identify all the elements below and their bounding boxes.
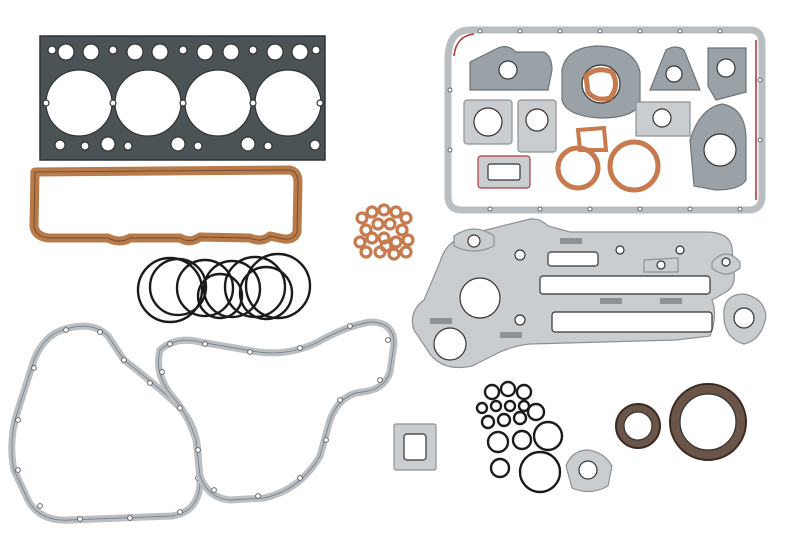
engine-front-plate-gasket	[411, 218, 735, 369]
timing-cover-gasket-right	[155, 318, 398, 504]
oil-pan-bolt-holes	[447, 28, 763, 212]
timing-cover-gasket-left	[8, 322, 204, 524]
head-gasket-small-holes	[42, 43, 324, 152]
oil-pan-gasket	[444, 26, 766, 214]
crankshaft-seals	[615, 383, 747, 461]
middle-cover-bolt-holes	[159, 323, 391, 499]
valve-cover-gasket	[29, 165, 303, 246]
left-cover-bolt-holes	[15, 327, 201, 522]
copper-washers	[353, 203, 415, 261]
liner-o-rings	[136, 252, 312, 324]
cylinder-head-gasket	[39, 35, 326, 161]
small-o-rings	[475, 380, 564, 494]
plate-print-marks	[430, 238, 682, 338]
flange-gaskets	[393, 228, 767, 493]
small-gaskets-set	[463, 45, 747, 193]
